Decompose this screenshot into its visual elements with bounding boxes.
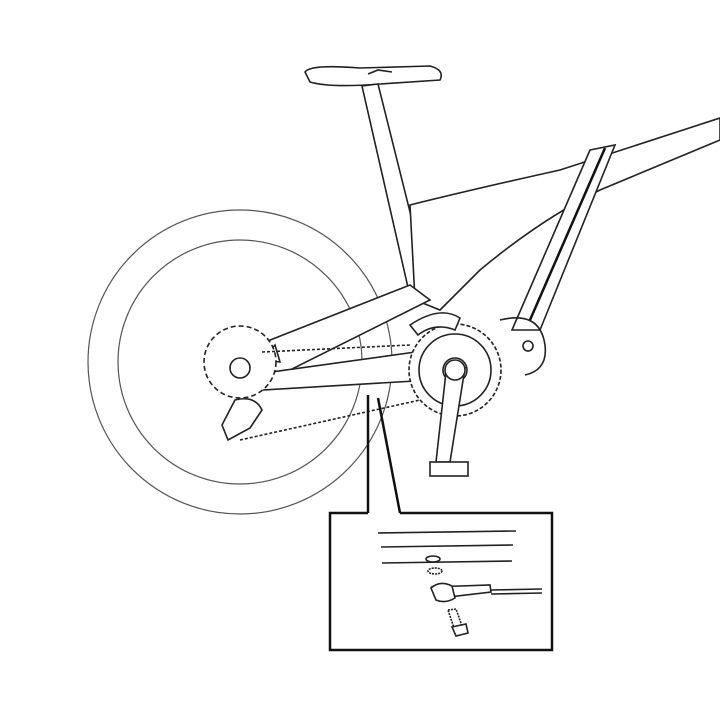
lock-washer (427, 567, 443, 575)
washer (425, 555, 441, 563)
rear-cassette (203, 325, 277, 442)
chain-guide (408, 312, 461, 337)
saddle (304, 65, 443, 87)
speed-sensor (430, 582, 543, 603)
callout-line (376, 397, 402, 514)
crank-bolt (444, 359, 466, 381)
pedal (429, 461, 469, 477)
chain (239, 344, 421, 441)
screw (446, 608, 469, 637)
motor-housing (499, 316, 547, 376)
detail-inset (328, 511, 554, 652)
derailleur (221, 397, 263, 442)
